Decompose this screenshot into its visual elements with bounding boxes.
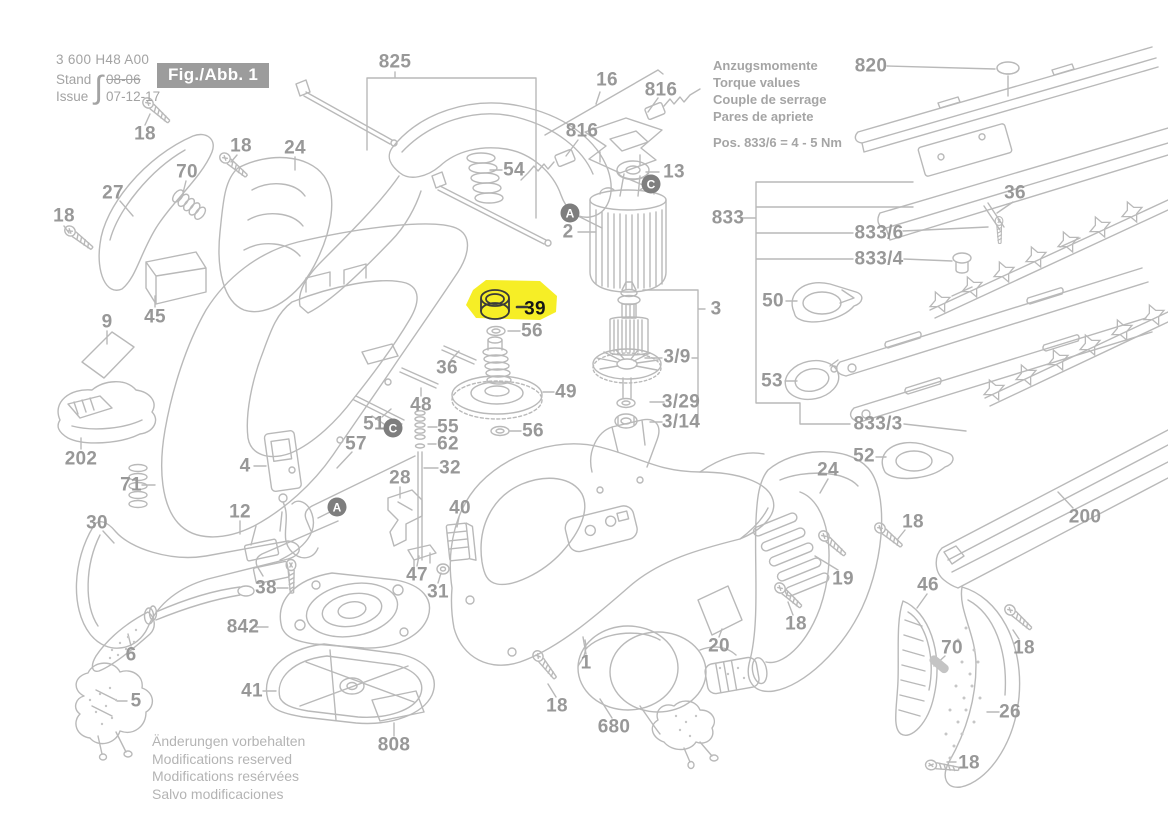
marker-A: A <box>327 497 347 517</box>
part-label-70: 70 <box>176 161 198 183</box>
part-label-31: 31 <box>427 581 449 603</box>
part-label-3-14: 3/14 <box>661 411 701 433</box>
torque-note-line: Couple de serrage <box>713 92 827 108</box>
torque-note-line: Anzugsmomente <box>713 58 818 73</box>
modifications-note-line: Änderungen vorbehalten <box>152 733 306 749</box>
part-label-38: 38 <box>255 577 277 599</box>
part-label-27: 27 <box>102 182 124 204</box>
modifications-note-line: Modifications resérvées <box>152 768 300 785</box>
marker-C: C <box>641 174 661 194</box>
part-label-680: 680 <box>597 716 631 738</box>
part-label-18: 18 <box>1013 637 1035 659</box>
issue-value: 07-12-17 <box>106 88 161 104</box>
torque-note-line: Torque values <box>713 75 801 91</box>
part-label-16: 16 <box>596 69 618 91</box>
part-label-200: 200 <box>1068 506 1102 528</box>
part-label-1: 1 <box>580 652 592 674</box>
part-label-2: 2 <box>562 221 574 243</box>
part-label-28: 28 <box>389 467 411 489</box>
stand-issue: Stand Issue ∫ 08-06 07-12-17 <box>56 69 161 106</box>
part-label-40: 40 <box>449 497 471 519</box>
part-label-18: 18 <box>230 135 252 157</box>
issue-label: Issue <box>56 88 89 104</box>
stand-value: 08-06 <box>106 72 141 87</box>
part-label-842: 842 <box>226 616 260 638</box>
part-label-18: 18 <box>134 123 156 145</box>
part-label-39: 39 <box>524 298 546 320</box>
part-label-833-6: 833/6 <box>854 222 904 244</box>
brace-glyph: ∫ <box>94 69 104 106</box>
modifications-note-line: Salvo modificaciones <box>152 785 284 802</box>
torque-note-line: Pares de apriete <box>713 109 814 125</box>
part-label-41: 41 <box>241 680 263 702</box>
torque-pos-line: Pos. 833/6 = 4 - 5 Nm <box>713 134 842 150</box>
part-label-808: 808 <box>377 734 411 756</box>
part-label-52: 52 <box>853 445 875 467</box>
bracket-825 <box>366 71 537 219</box>
part-label-202: 202 <box>64 448 98 470</box>
part-label-833: 833 <box>711 207 745 229</box>
doc-number: 3 600 H48 A00 <box>56 52 150 67</box>
part-label-816: 816 <box>565 120 599 142</box>
part-label-833-4: 833/4 <box>854 248 904 270</box>
part-label-53: 53 <box>761 370 783 392</box>
part-label-3: 3 <box>710 298 722 320</box>
part-label-54: 54 <box>503 159 525 181</box>
part-label-50: 50 <box>762 290 784 312</box>
part-label-24: 24 <box>817 459 839 481</box>
part-label-62: 62 <box>437 433 459 455</box>
figure-badge: Fig./Abb. 1 <box>157 63 270 88</box>
part-label-48: 48 <box>410 394 432 416</box>
part-label-18: 18 <box>785 613 807 635</box>
part-label-56: 56 <box>522 420 544 442</box>
modifications-note-line: Modifications reserved <box>152 750 293 767</box>
part-label-56: 56 <box>521 320 543 342</box>
part-label-49: 49 <box>555 381 577 403</box>
part-label-825: 825 <box>378 51 412 73</box>
stand-label: Stand <box>56 72 92 87</box>
part-label-46: 46 <box>917 574 939 596</box>
part-label-9: 9 <box>101 311 113 333</box>
part-label-32: 32 <box>439 457 461 479</box>
part-label-19: 19 <box>832 568 854 590</box>
part-label-57: 57 <box>345 433 367 455</box>
marker-A: A <box>560 203 580 223</box>
part-label-55: 55 <box>437 416 459 438</box>
part-label-18: 18 <box>546 695 568 717</box>
part-label-36: 36 <box>1004 182 1026 204</box>
part-label-30: 30 <box>86 512 108 534</box>
part-label-71: 71 <box>120 474 142 496</box>
part-label-6: 6 <box>125 644 137 666</box>
part-label-13: 13 <box>663 161 685 183</box>
stipple-texture <box>88 626 982 760</box>
part-label-36: 36 <box>436 357 458 379</box>
part-label-3-29: 3/29 <box>661 391 701 413</box>
title-block: 3 600 H48 A00 Stand Issue ∫ 08-06 07-12-… <box>56 52 160 106</box>
part-label-20: 20 <box>708 635 730 657</box>
part-label-18: 18 <box>958 752 980 774</box>
part-label-816: 816 <box>644 79 678 101</box>
part-label-12: 12 <box>229 501 251 523</box>
part-label-18: 18 <box>53 205 75 227</box>
part-label-4: 4 <box>239 455 251 477</box>
part-label-45: 45 <box>144 306 166 328</box>
part-label-47: 47 <box>406 564 428 586</box>
part-label-18: 18 <box>902 511 924 533</box>
part-label-51: 51 <box>363 413 385 435</box>
part-label-5: 5 <box>130 690 142 712</box>
part-39-bushing <box>480 289 529 320</box>
part-label-3-9: 3/9 <box>663 346 691 368</box>
part-label-26: 26 <box>999 701 1021 723</box>
part-label-833-3: 833/3 <box>853 413 903 435</box>
part-label-24: 24 <box>284 137 306 159</box>
part-label-820: 820 <box>854 55 888 77</box>
bracket-833 <box>740 181 989 432</box>
part-label-70: 70 <box>941 637 963 659</box>
marker-C: C <box>383 418 403 438</box>
